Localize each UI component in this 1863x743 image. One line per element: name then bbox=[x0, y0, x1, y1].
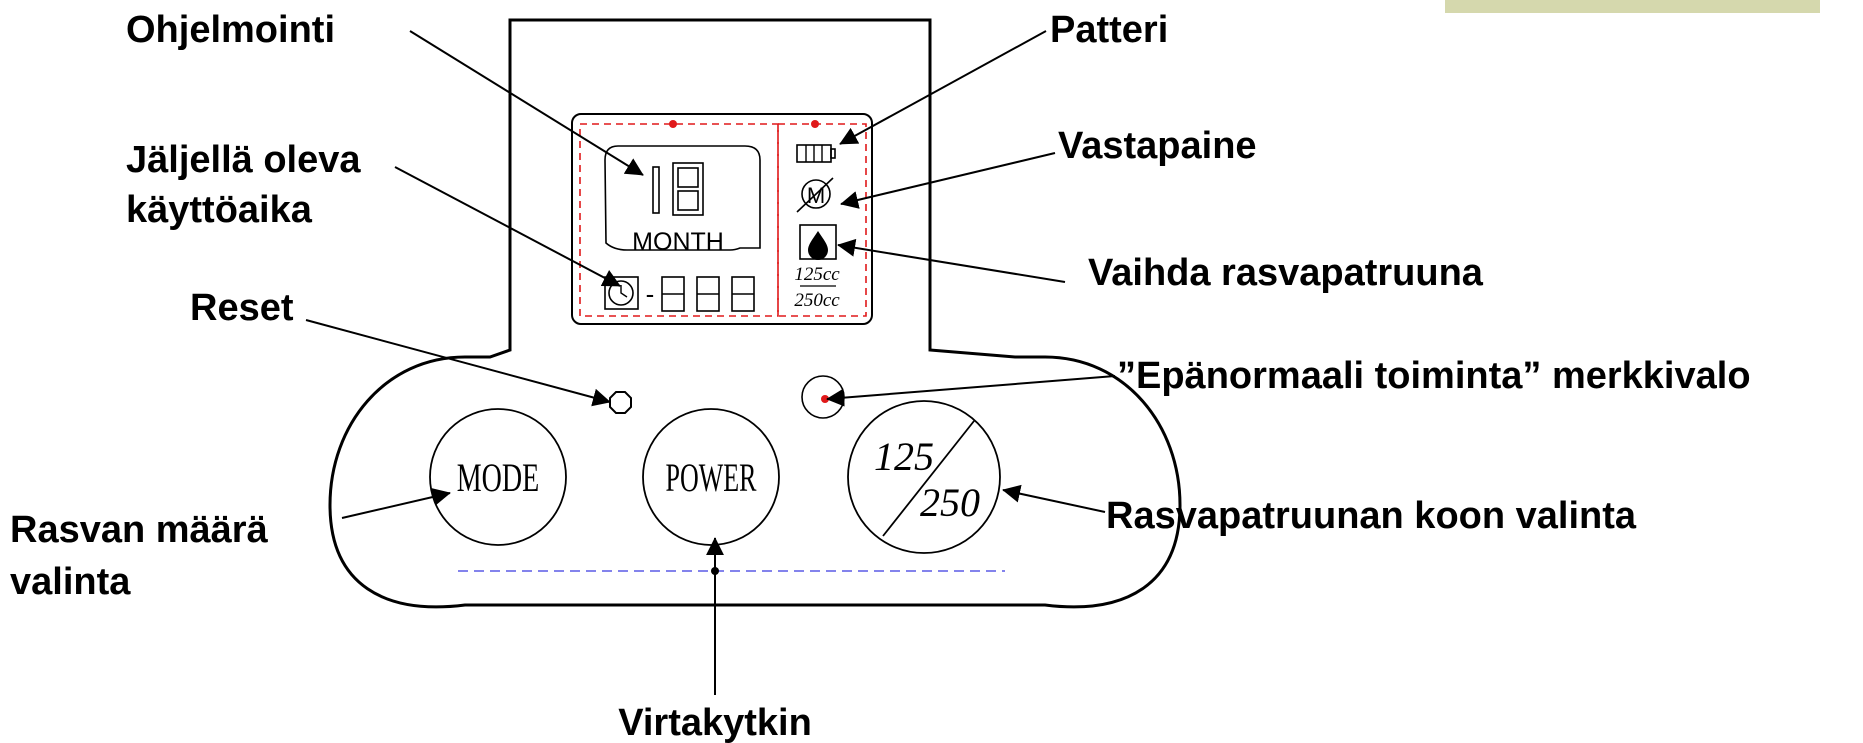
battery-icon bbox=[796, 144, 836, 163]
label-reset: Reset bbox=[190, 287, 294, 329]
clock-icon bbox=[604, 276, 639, 310]
size-select-divider bbox=[882, 420, 975, 537]
lcd-side-zone bbox=[777, 123, 867, 317]
lcd-red-dot-left bbox=[669, 120, 677, 128]
motor-icon: M bbox=[796, 177, 834, 213]
pointer-ohjelmointi bbox=[409, 30, 644, 176]
time-digit-3 bbox=[731, 276, 755, 312]
month-window bbox=[604, 145, 761, 251]
lcd-display bbox=[571, 113, 873, 325]
size-select-button[interactable] bbox=[847, 400, 1001, 554]
pointer-jaljella bbox=[394, 166, 621, 287]
label-jaljella-line1: Jäljellä oleva bbox=[126, 139, 361, 181]
month-digit-eight bbox=[672, 162, 704, 216]
size-select-125: 125 bbox=[874, 434, 934, 479]
time-dash: - bbox=[646, 279, 655, 309]
label-ohjelmointi: Ohjelmointi bbox=[126, 9, 335, 51]
label-jaljella-line2: käyttöaika bbox=[126, 189, 313, 231]
cartridge-125-text: 125cc bbox=[794, 264, 840, 285]
lcd-main-zone bbox=[579, 123, 779, 317]
pointer-reset bbox=[305, 319, 611, 407]
label-vastapaine: Vastapaine bbox=[1058, 125, 1257, 167]
label-virtakytkin: Virtakytkin bbox=[618, 702, 812, 743]
pointer-lines bbox=[305, 30, 1116, 695]
month-label: MONTH bbox=[632, 228, 724, 256]
lcd-red-dot-right bbox=[811, 120, 819, 128]
mode-button-label: MODE bbox=[457, 456, 539, 500]
pointer-koon bbox=[1002, 484, 1106, 513]
label-koon-valinta: Rasvapatruunan koon valinta bbox=[1106, 495, 1637, 537]
pointer-vastapaine bbox=[840, 152, 1056, 209]
label-patteri: Patteri bbox=[1050, 9, 1168, 51]
label-vaihda: Vaihda rasvapatruuna bbox=[1088, 252, 1484, 294]
label-rasvan-line2: valinta bbox=[10, 561, 131, 603]
time-digit-2 bbox=[696, 276, 720, 312]
cartridge-250-text: 250cc bbox=[794, 290, 840, 311]
size-select-250: 250 bbox=[920, 480, 980, 525]
power-button-label: POWER bbox=[666, 457, 757, 501]
grease-drop-icon bbox=[799, 224, 837, 260]
label-rasvan-line1: Rasvan määrä bbox=[10, 509, 269, 551]
pointer-rasvan bbox=[341, 488, 451, 519]
label-epanormaali: ”Epänormaali toiminta” merkkivalo bbox=[1117, 355, 1751, 397]
pointer-patteri bbox=[839, 30, 1047, 145]
svg-text:M: M bbox=[807, 183, 825, 208]
pointer-vaihda bbox=[837, 238, 1066, 283]
corner-decor-panel bbox=[1445, 0, 1820, 13]
pointer-epanormaali bbox=[826, 375, 1116, 407]
reset-button[interactable] bbox=[609, 391, 632, 414]
time-digit-1 bbox=[661, 276, 685, 312]
mode-button[interactable] bbox=[429, 408, 567, 546]
month-digit-one bbox=[652, 166, 660, 214]
